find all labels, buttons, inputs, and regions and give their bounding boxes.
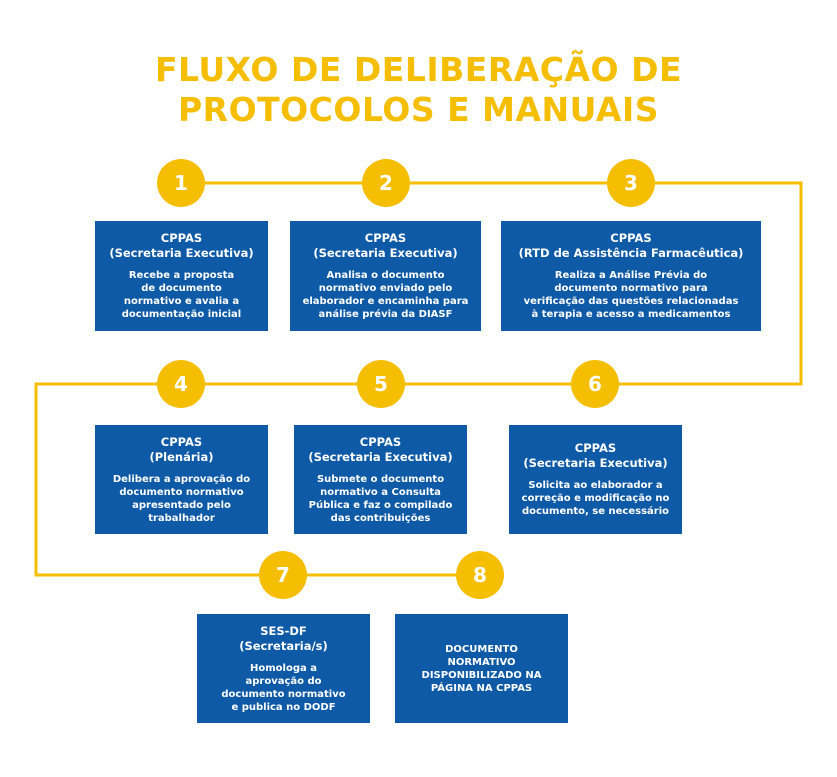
step-3-number: 3 <box>607 159 655 207</box>
page-title-line-2: PROTOCOLOS E MANUAIS <box>177 90 660 129</box>
step-7-desc-line-4: e publica no DODF <box>231 701 336 713</box>
step-2-unit: (Secretaria Executiva) <box>313 246 458 260</box>
step-6-unit: (Secretaria Executiva) <box>523 456 668 470</box>
step-2-box: CPPAS (Secretaria Executiva) Analisa o d… <box>290 221 481 331</box>
step-1-desc-line-4: documentação inicial <box>121 309 242 320</box>
step-2-desc-line-3: elaborador e encaminha para <box>302 296 469 307</box>
step-3-org: CPPAS <box>610 231 652 245</box>
step-1-desc-line-2: de documento <box>141 283 222 294</box>
step-4-box: CPPAS (Plenária) Delibera a aprovação do… <box>95 425 268 534</box>
step-1-number: 1 <box>157 159 205 207</box>
step-7-desc-line-3: documento normativo <box>221 688 346 700</box>
step-6-desc-line-1: Solicita ao elaborador a <box>528 480 663 491</box>
step-8-desc-line-4: PÁGINA NA CPPAS <box>430 682 533 694</box>
step-5-box: CPPAS (Secretaria Executiva) Submete o d… <box>294 425 467 534</box>
step-7-org: SES-DF <box>260 623 307 638</box>
step-6-box: CPPAS (Secretaria Executiva) Solicita ao… <box>509 425 682 534</box>
step-4-number: 4 <box>157 360 205 408</box>
step-1-unit: (Secretaria Executiva) <box>109 246 254 260</box>
step-5-desc-line-2: normativo a Consulta <box>320 486 441 498</box>
step-5-number: 5 <box>357 360 405 408</box>
connector-row-1 <box>34 181 803 577</box>
step-7-number: 7 <box>259 551 307 599</box>
step-7-desc-line-2: aprovação do <box>245 675 322 687</box>
step-7-box: SES-DF (Secretaria/s) Homologa a aprovaç… <box>197 614 370 723</box>
step-3-desc-line-2: documento normativo para <box>554 283 708 294</box>
step-4-desc-line-3: apresentado pelo <box>132 499 231 511</box>
step-3-desc-line-1: Realiza a Análise Prévia do <box>554 270 708 281</box>
step-4-org: CPPAS <box>160 434 203 449</box>
step-2-number: 2 <box>362 159 410 207</box>
page-title-line-1: FLUXO DE DELIBERAÇÃO DE <box>154 50 683 89</box>
step-1-org: CPPAS <box>160 231 203 245</box>
step-2-org: CPPAS <box>364 231 407 245</box>
step-2-desc-line-2: normativo enviado pelo <box>318 283 453 294</box>
step-8-desc-line-3: DISPONIBILIZADO NA <box>421 669 542 681</box>
step-4-desc-line-1: Delibera a aprovação do <box>112 473 251 485</box>
step-5-unit: (Secretaria Executiva) <box>308 449 453 464</box>
step-6-desc-line-2: correção e modificação no <box>521 493 670 504</box>
step-4-desc-line-2: documento normativo <box>119 486 244 498</box>
step-7-unit: (Secretaria/s) <box>239 638 328 653</box>
step-5-org: CPPAS <box>359 434 402 449</box>
step-1-desc-line-3: normativo e avalia a <box>123 296 240 307</box>
step-2-desc-line-4: análise prévia da DIASF <box>318 309 453 320</box>
step-6-desc-line-3: documento, se necessário <box>521 506 670 517</box>
step-7-desc-line-1: Homologa a <box>250 662 317 674</box>
step-6-number: 6 <box>571 360 619 408</box>
step-5-desc-line-1: Submete o documento <box>316 473 445 485</box>
step-1-box: CPPAS (Secretaria Executiva) Recebe a pr… <box>95 221 268 331</box>
step-8-desc-line-2: NORMATIVO <box>447 656 516 668</box>
step-4-desc-line-4: trabalhador <box>148 512 215 524</box>
step-8-desc-line-1: DOCUMENTO <box>445 643 518 655</box>
step-2-desc-line-1: Analisa o documento <box>326 270 445 281</box>
step-6-org: CPPAS <box>574 441 617 455</box>
step-8-box: DOCUMENTO NORMATIVO DISPONIBILIZADO NA P… <box>395 614 568 723</box>
step-3-desc-line-3: verificação das questões relacionadas <box>523 296 739 307</box>
step-3-box: CPPAS (RTD de Assistência Farmacêutica) … <box>501 221 761 331</box>
step-3-desc-line-4: à terapia e acesso a medicamentos <box>531 309 731 320</box>
step-1-desc-line-1: Recebe a proposta <box>128 270 235 281</box>
step-5-desc-line-3: Pública e faz o compilado <box>308 499 453 511</box>
step-5-desc-line-4: das contribuições <box>330 512 431 524</box>
step-3-unit: (RTD de Assistência Farmacêutica) <box>518 246 744 260</box>
step-8-number: 8 <box>456 551 504 599</box>
step-4-unit: (Plenária) <box>149 449 214 464</box>
